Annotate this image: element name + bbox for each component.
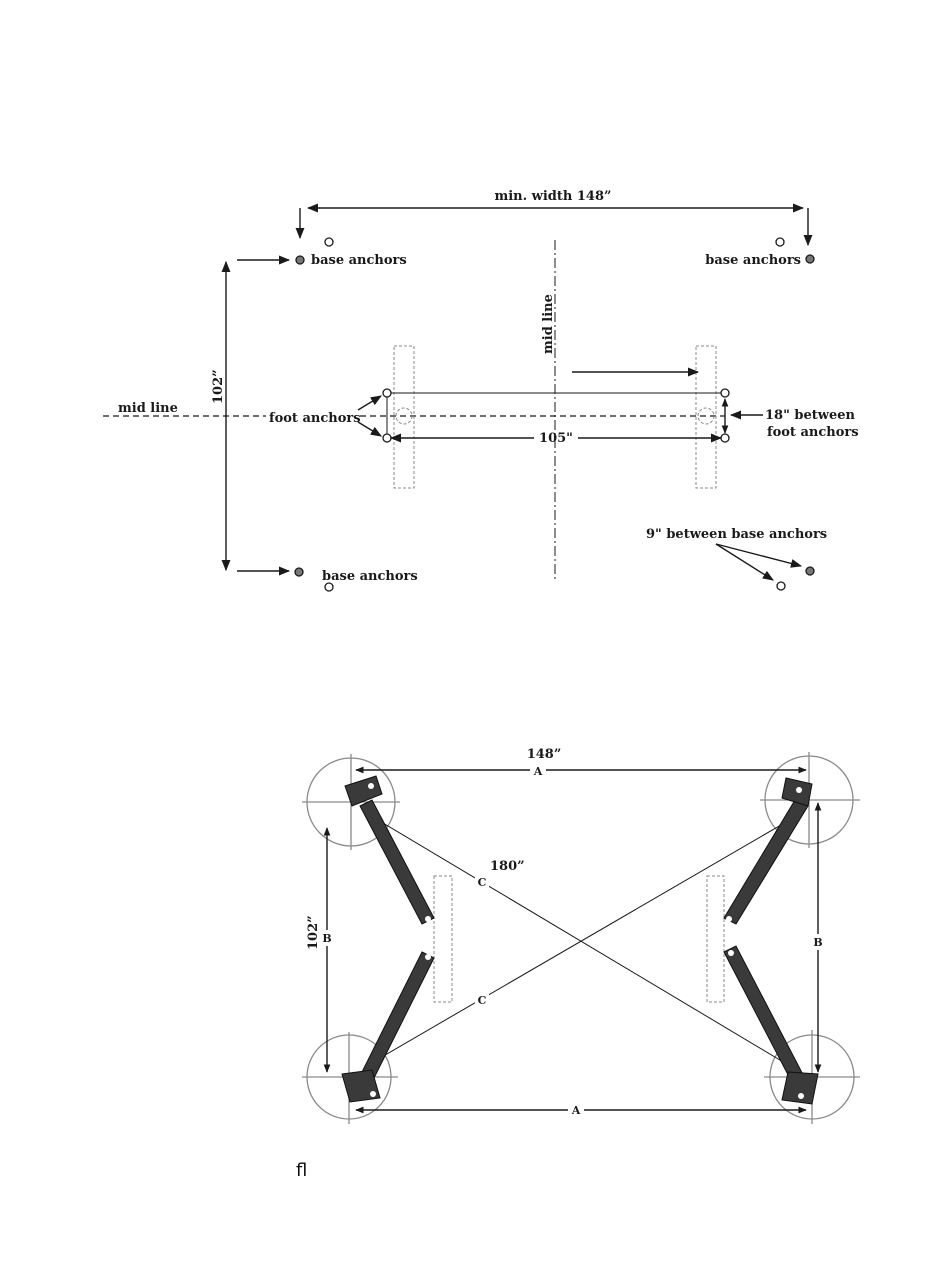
dim-a-top-label: A bbox=[533, 765, 543, 778]
base-anchor-hole bbox=[296, 256, 304, 264]
base-anchor-hole bbox=[806, 567, 814, 575]
diagonal-180-label: 180” bbox=[490, 859, 525, 874]
top-layout-diagram: min. width 148” base anchors base anchor… bbox=[103, 189, 859, 591]
width-148-label: 148” bbox=[527, 747, 562, 762]
dim-c-label-1: C bbox=[478, 876, 487, 889]
base-anchor-hole bbox=[325, 238, 333, 246]
height-102-label-bottom: 102” bbox=[306, 915, 321, 950]
lift-arm-bottom-left bbox=[342, 952, 434, 1102]
base-anchor-hole bbox=[776, 238, 784, 246]
base-anchor-hole bbox=[325, 583, 333, 591]
foot-anchors-label: foot anchors bbox=[269, 411, 361, 426]
diagonal-c-line-1 bbox=[378, 820, 800, 1072]
base-spacing-pointer-right bbox=[716, 544, 801, 566]
horizontal-mid-line-label: mid line bbox=[118, 401, 178, 416]
dim-b-left-label: B bbox=[322, 932, 331, 945]
foot-spacing-label-line-2: foot anchors bbox=[767, 425, 859, 440]
base-anchors-label-bottom-left: base anchors bbox=[322, 569, 418, 584]
dim-b-right-label: B bbox=[813, 936, 822, 949]
right-column-footprint bbox=[707, 876, 724, 1002]
base-anchors-label-top-left: base anchors bbox=[311, 253, 407, 268]
right-column-footprint bbox=[696, 346, 716, 488]
foot-anchor-hole bbox=[383, 389, 391, 397]
dim-a-bottom-label: A bbox=[571, 1104, 581, 1117]
base-anchor-hole bbox=[806, 255, 814, 263]
min-width-label: min. width 148” bbox=[494, 189, 611, 204]
bottom-arm-diagram: A 148” A B 102” B C C 180” bbox=[302, 747, 860, 1124]
dim-c-label-2: C bbox=[478, 994, 487, 1007]
base-anchor-hole bbox=[295, 568, 303, 576]
diagonal-c-line-2 bbox=[380, 818, 793, 1058]
base-anchor-hole bbox=[777, 582, 785, 590]
footer-glyph: ﬂ bbox=[296, 1160, 307, 1181]
foot-anchor-pointer-lower bbox=[358, 422, 381, 436]
lift-arm-bottom-right bbox=[724, 946, 818, 1104]
dim-105-label: 105" bbox=[539, 431, 573, 446]
height-102-label: 102” bbox=[211, 369, 226, 404]
foot-anchor-pointer-upper bbox=[358, 396, 381, 410]
foot-anchor-hole bbox=[721, 434, 729, 442]
lift-arm-top-left bbox=[345, 776, 434, 924]
foot-spacing-label-line-1: 18" between bbox=[765, 408, 855, 423]
base-spacing-label: 9" between base anchors bbox=[646, 527, 827, 542]
left-column-footprint bbox=[394, 346, 414, 488]
foot-anchor-hole bbox=[383, 434, 391, 442]
left-column-footprint bbox=[434, 876, 452, 1002]
foot-anchor-hole bbox=[721, 389, 729, 397]
base-spacing-pointer-left bbox=[716, 544, 773, 580]
vertical-mid-line-label: mid line bbox=[541, 294, 556, 354]
base-anchors-label-top-right: base anchors bbox=[705, 253, 801, 268]
